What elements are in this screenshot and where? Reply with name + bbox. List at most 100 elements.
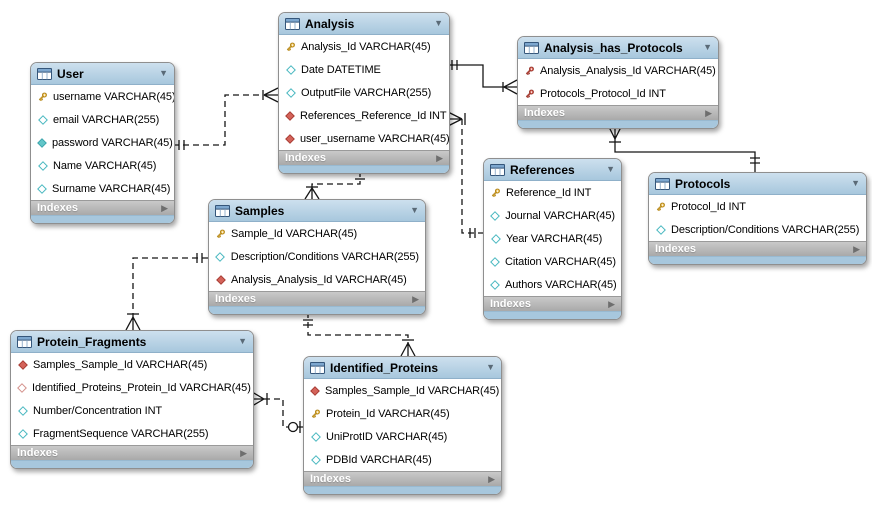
collapse-arrow-icon[interactable]: ▼ <box>606 164 615 174</box>
entity-table-samples[interactable]: Samples▼Sample_Id VARCHAR(45)Description… <box>208 199 426 315</box>
column-label: Date DATETIME <box>301 63 381 76</box>
column-row[interactable]: password VARCHAR(45) <box>31 131 174 154</box>
entity-table-analysis-has-protocols[interactable]: Analysis_has_Protocols▼Analysis_Analysis… <box>517 36 719 129</box>
column-row[interactable]: email VARCHAR(255) <box>31 108 174 131</box>
column-row[interactable]: Journal VARCHAR(45) <box>484 204 621 227</box>
expand-arrow-icon[interactable]: ▶ <box>161 202 168 213</box>
key-foreign-icon <box>524 65 535 77</box>
relationship-analysis-samples[interactable] <box>304 171 365 200</box>
column-row[interactable]: FragmentSequence VARCHAR(255) <box>11 422 253 445</box>
indexes-footer[interactable]: Indexes▶ <box>304 471 501 486</box>
table-title: References <box>510 162 575 177</box>
column-row[interactable]: References_Reference_Id INT <box>279 104 449 127</box>
relationship-samples-identified-proteins[interactable] <box>303 312 416 357</box>
table-bottom-strip <box>209 306 425 314</box>
column-row[interactable]: Year VARCHAR(45) <box>484 227 621 250</box>
column-row[interactable]: Protein_Id VARCHAR(45) <box>304 402 501 425</box>
column-row[interactable]: Date DATETIME <box>279 58 449 81</box>
column-label: Analysis_Analysis_Id VARCHAR(45) <box>231 273 407 286</box>
entity-table-protein-fragments[interactable]: Protein_Fragments▼ Samples_Sample_Id VARC… <box>10 330 254 469</box>
table-header[interactable]: Samples▼ <box>209 200 425 222</box>
key-primary-icon <box>215 228 226 240</box>
indexes-footer[interactable]: Indexes▶ <box>279 150 449 165</box>
entity-table-identified-proteins[interactable]: Identified_Proteins▼ Samples_Sample_Id VA… <box>303 356 502 495</box>
column-row[interactable]: username VARCHAR(45) <box>31 85 174 108</box>
column-row[interactable]: Name VARCHAR(45) <box>31 154 174 177</box>
relationship-analysis-has-protocols-protocols[interactable] <box>608 126 760 172</box>
table-bottom-strip <box>484 311 621 319</box>
relationship-analysis-analysis-has-protocols[interactable] <box>448 60 518 95</box>
entity-table-user[interactable]: User▼ username VARCHAR(45) email VARCHAR(2… <box>30 62 175 224</box>
expand-arrow-icon[interactable]: ▶ <box>853 243 860 254</box>
indexes-footer[interactable]: Indexes▶ <box>649 241 866 256</box>
column-row[interactable]: Samples_Sample_Id VARCHAR(45) <box>304 379 501 402</box>
indexes-footer[interactable]: Indexes▶ <box>31 200 174 215</box>
column-row[interactable]: OutputFile VARCHAR(255) <box>279 81 449 104</box>
column-row[interactable]: Identified_Proteins_Protein_Id VARCHAR(4… <box>11 376 253 399</box>
entity-table-references[interactable]: References ▼ Reference_Id INT Journal VARCH… <box>483 158 622 320</box>
column-row[interactable]: user_username VARCHAR(45) <box>279 127 449 150</box>
relationship-samples-protein-fragments[interactable] <box>125 253 208 331</box>
column-row[interactable]: Protocol_Id INT <box>649 195 866 218</box>
column-row[interactable]: Sample_Id VARCHAR(45) <box>209 222 425 245</box>
collapse-arrow-icon[interactable]: ▼ <box>486 362 495 372</box>
column-row[interactable]: Analysis_Analysis_Id VARCHAR(45) <box>209 268 425 291</box>
collapse-arrow-icon[interactable]: ▼ <box>703 42 712 52</box>
indexes-footer[interactable]: Indexes▶ <box>209 291 425 306</box>
relationship-references-analysis[interactable] <box>447 111 483 238</box>
column-label: Samples_Sample_Id VARCHAR(45) <box>33 358 208 371</box>
expand-arrow-icon[interactable]: ▶ <box>436 152 443 163</box>
column-label: Surname VARCHAR(45) <box>52 182 171 195</box>
table-header[interactable]: User▼ <box>31 63 174 85</box>
column-row[interactable]: Protocols_Protocol_Id INT <box>518 82 718 105</box>
column-label: username VARCHAR(45) <box>53 90 175 103</box>
table-header[interactable]: Analysis_has_Protocols▼ <box>518 37 718 59</box>
table-icon <box>524 41 539 54</box>
column-row[interactable]: Reference_Id INT <box>484 181 621 204</box>
diamond-cyan-outline-icon <box>490 210 501 221</box>
column-row[interactable]: Citation VARCHAR(45) <box>484 250 621 273</box>
table-icon <box>310 361 325 374</box>
column-row[interactable]: Samples_Sample_Id VARCHAR(45) <box>11 353 253 376</box>
expand-arrow-icon[interactable]: ▶ <box>488 473 495 484</box>
collapse-arrow-icon[interactable]: ▼ <box>238 336 247 346</box>
expand-arrow-icon[interactable]: ▶ <box>705 107 712 118</box>
column-row[interactable]: UniProtID VARCHAR(45) <box>304 425 501 448</box>
collapse-arrow-icon[interactable]: ▼ <box>159 68 168 78</box>
column-row[interactable]: Analysis_Id VARCHAR(45) <box>279 35 449 58</box>
expand-arrow-icon[interactable]: ▶ <box>240 447 247 458</box>
column-row[interactable]: Description/Conditions VARCHAR(255) <box>649 218 866 241</box>
indexes-footer[interactable]: Indexes ▶ <box>484 296 621 311</box>
table-header[interactable]: Protein_Fragments▼ <box>11 331 253 353</box>
relationship-user-analysis[interactable] <box>173 87 279 150</box>
column-row[interactable]: Description/Conditions VARCHAR(255) <box>209 245 425 268</box>
entity-table-analysis[interactable]: Analysis▼Analysis_Id VARCHAR(45) Date DAT… <box>278 12 450 174</box>
column-row[interactable]: Surname VARCHAR(45) <box>31 177 174 200</box>
column-row[interactable]: Authors VARCHAR(45) <box>484 273 621 296</box>
expand-arrow-icon[interactable]: ▶ <box>412 293 419 304</box>
expand-arrow-icon[interactable]: ▶ <box>608 298 615 309</box>
collapse-arrow-icon[interactable]: ▼ <box>434 18 443 28</box>
indexes-label: Indexes <box>490 298 531 310</box>
column-label: Journal VARCHAR(45) <box>505 209 615 222</box>
collapse-arrow-icon[interactable]: ▼ <box>410 205 419 215</box>
column-row[interactable]: Analysis_Analysis_Id VARCHAR(45) <box>518 59 718 82</box>
collapse-arrow-icon[interactable]: ▼ <box>851 178 860 188</box>
indexes-footer[interactable]: Indexes▶ <box>518 105 718 120</box>
table-bottom-strip <box>11 460 253 468</box>
diamond-cyan-outline-icon <box>17 428 28 439</box>
table-header[interactable]: Identified_Proteins▼ <box>304 357 501 379</box>
table-header[interactable]: References ▼ <box>484 159 621 181</box>
table-icon <box>285 17 300 30</box>
indexes-footer[interactable]: Indexes▶ <box>11 445 253 460</box>
relationship-protein-fragments-identified-proteins[interactable] <box>251 391 303 433</box>
column-label: Samples_Sample_Id VARCHAR(45) <box>325 384 500 397</box>
column-row[interactable]: PDBId VARCHAR(45) <box>304 448 501 471</box>
diamond-cyan-outline-icon <box>490 279 500 290</box>
table-header[interactable]: Analysis▼ <box>279 13 449 35</box>
table-header[interactable]: Protocols▼ <box>649 173 866 195</box>
column-row[interactable]: Number/Concentration INT <box>11 399 253 422</box>
table-icon <box>490 163 505 176</box>
